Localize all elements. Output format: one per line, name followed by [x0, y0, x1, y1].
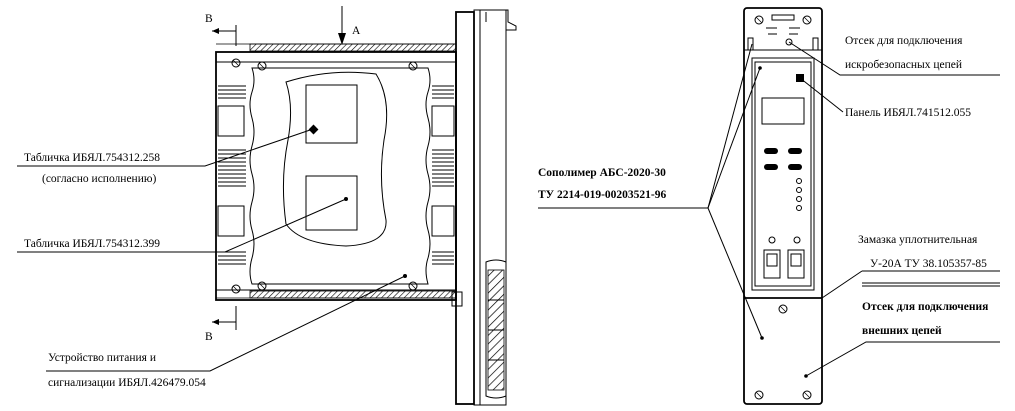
front-view: Сополимер АБС-2020-30 ТУ 2214-019-002035…	[538, 7, 1000, 405]
view-arrow-a: А	[338, 6, 361, 45]
plate-1-outline	[305, 84, 358, 144]
switch-right	[787, 249, 805, 279]
copolymer-label-line1: Сополимер АБС-2020-30	[538, 167, 666, 179]
external-label-line2: внешних цепей	[862, 325, 942, 337]
front-panel	[751, 57, 815, 291]
section-label-top: В	[205, 13, 213, 25]
intrinsic-label-line1: Отсек для подключения	[845, 35, 963, 47]
led-indicator	[796, 205, 802, 211]
plate-1-label: Табличка ИБЯЛ.754312.258	[24, 152, 160, 164]
sealant-label-line1: Замазка уплотнительная	[858, 234, 978, 246]
section-marker-top: В	[205, 13, 237, 46]
plate-2-outline	[305, 175, 358, 231]
rail-profile	[451, 9, 517, 406]
led-bar	[788, 148, 802, 154]
plate-2-label: Табличка ИБЯЛ.754312.399	[24, 238, 160, 250]
device-label-line1: Устройство питания и	[48, 352, 156, 364]
led-indicator	[796, 196, 802, 202]
leaders-left	[17, 128, 406, 372]
display-window	[761, 97, 805, 125]
front-enclosure	[743, 7, 823, 405]
external-label-line1: Отсек для подключения	[862, 301, 988, 313]
plate-1-note: (согласно исполнению)	[42, 173, 156, 185]
housing-screws	[231, 58, 418, 294]
side-view: В В А	[17, 6, 517, 406]
section-marker-bottom: В	[205, 306, 237, 343]
inner-board	[249, 67, 431, 285]
led-bar	[788, 164, 802, 170]
led-bar	[764, 148, 778, 154]
view-arrow-label: А	[352, 25, 361, 37]
switch-left	[763, 249, 781, 279]
section-label-bottom: В	[205, 331, 213, 343]
switch-screw	[768, 236, 776, 244]
terminal-blocks	[217, 85, 455, 265]
led-bar	[764, 164, 778, 170]
panel-label: Панель ИБЯЛ.741512.055	[845, 107, 971, 119]
leaders-right	[538, 41, 1000, 377]
sealant-label-line2: У-20А ТУ 38.105357-85	[870, 258, 987, 270]
switch-screw	[793, 236, 801, 244]
top-compartment	[744, 14, 822, 51]
led-indicator	[796, 178, 802, 184]
intrinsic-label-line2: искробезопасных цепей	[845, 59, 962, 71]
copolymer-label-line2: ТУ 2214-019-00203521-96	[538, 189, 666, 201]
device-label-line2: сигнализации ИБЯЛ.426479.054	[48, 377, 206, 389]
bottom-compartment	[744, 297, 822, 400]
housing-outline	[215, 43, 457, 301]
led-indicator	[796, 187, 802, 193]
